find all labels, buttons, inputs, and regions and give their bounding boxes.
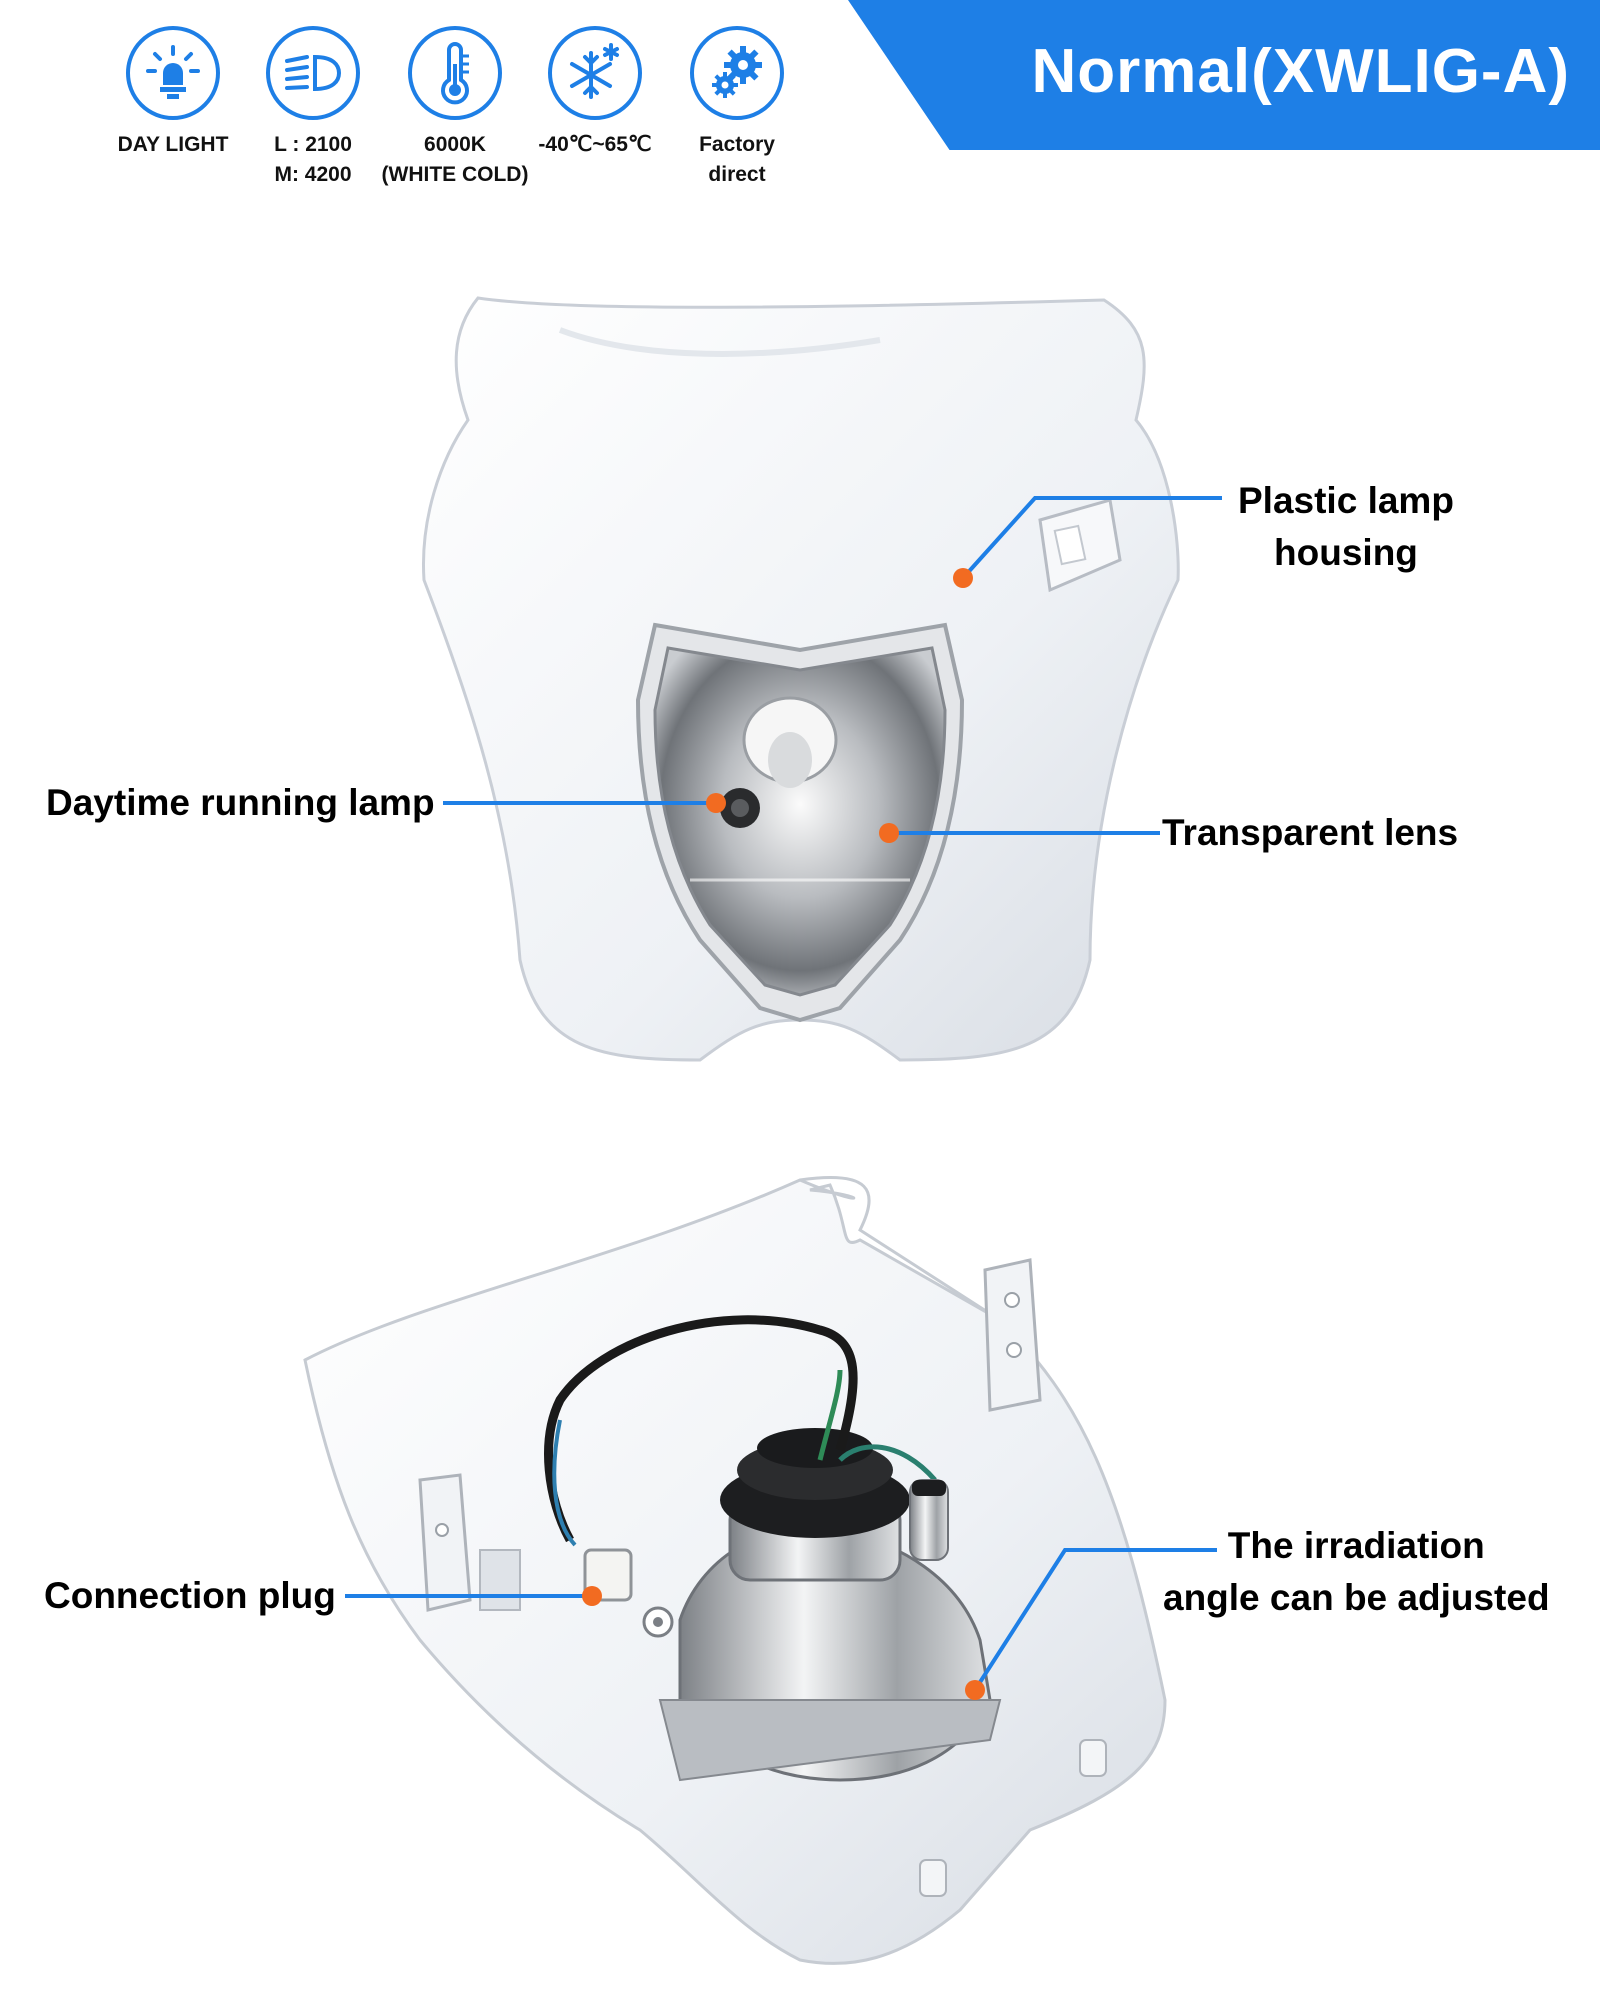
callout-daytime-lamp: Daytime running lamp [46, 782, 435, 823]
feature-color-temp: 6000K (WHITE COLD) [380, 26, 530, 190]
callout-plastic-housing: Plastic lamp housing [1238, 480, 1454, 573]
feature-label: -40℃~65℃ [538, 133, 652, 156]
headlight-beam-icon [266, 26, 360, 120]
daytime-lamp-marker [706, 793, 726, 813]
daylight-bulb-icon [126, 26, 220, 120]
feature-label: DAY LIGHT [117, 133, 229, 156]
front-headlight-mask [422, 296, 1180, 1062]
feature-factory: Factory direct [662, 26, 812, 190]
irradiation-angle-leader [973, 1548, 1217, 1692]
plastic-housing-marker [953, 568, 973, 588]
callout-connection-plug: Connection plug [44, 1575, 336, 1616]
plastic-housing-leader [961, 496, 1222, 580]
thermometer-icon [408, 26, 502, 120]
feature-temperature-range: -40℃~65℃ [520, 26, 670, 160]
feature-label: L : 2100 M: 4200 [274, 133, 352, 186]
callout-irradiation-angle: The irradiation angle can be adjusted [1163, 1525, 1550, 1618]
banner-title: Normal(XWLIG-A) [1031, 37, 1570, 106]
snowflake-icon [548, 26, 642, 120]
rear-headlight-view [303, 1175, 1167, 1965]
irradiation-angle-marker [965, 1680, 985, 1700]
callout-markers [582, 568, 985, 1700]
feature-label: 6000K (WHITE COLD) [381, 133, 529, 186]
feature-lumen: L : 2100 M: 4200 [238, 26, 388, 190]
callout-transparent-lens: Transparent lens [1162, 812, 1459, 853]
gears-icon [690, 26, 784, 120]
feature-daylight: DAY LIGHT [98, 26, 248, 160]
feature-label: Factory direct [699, 133, 775, 186]
connection-plug-marker [582, 1586, 602, 1606]
title-banner [848, 0, 1600, 150]
transparent-lens-marker [879, 823, 899, 843]
callout-lines [345, 496, 1222, 1692]
